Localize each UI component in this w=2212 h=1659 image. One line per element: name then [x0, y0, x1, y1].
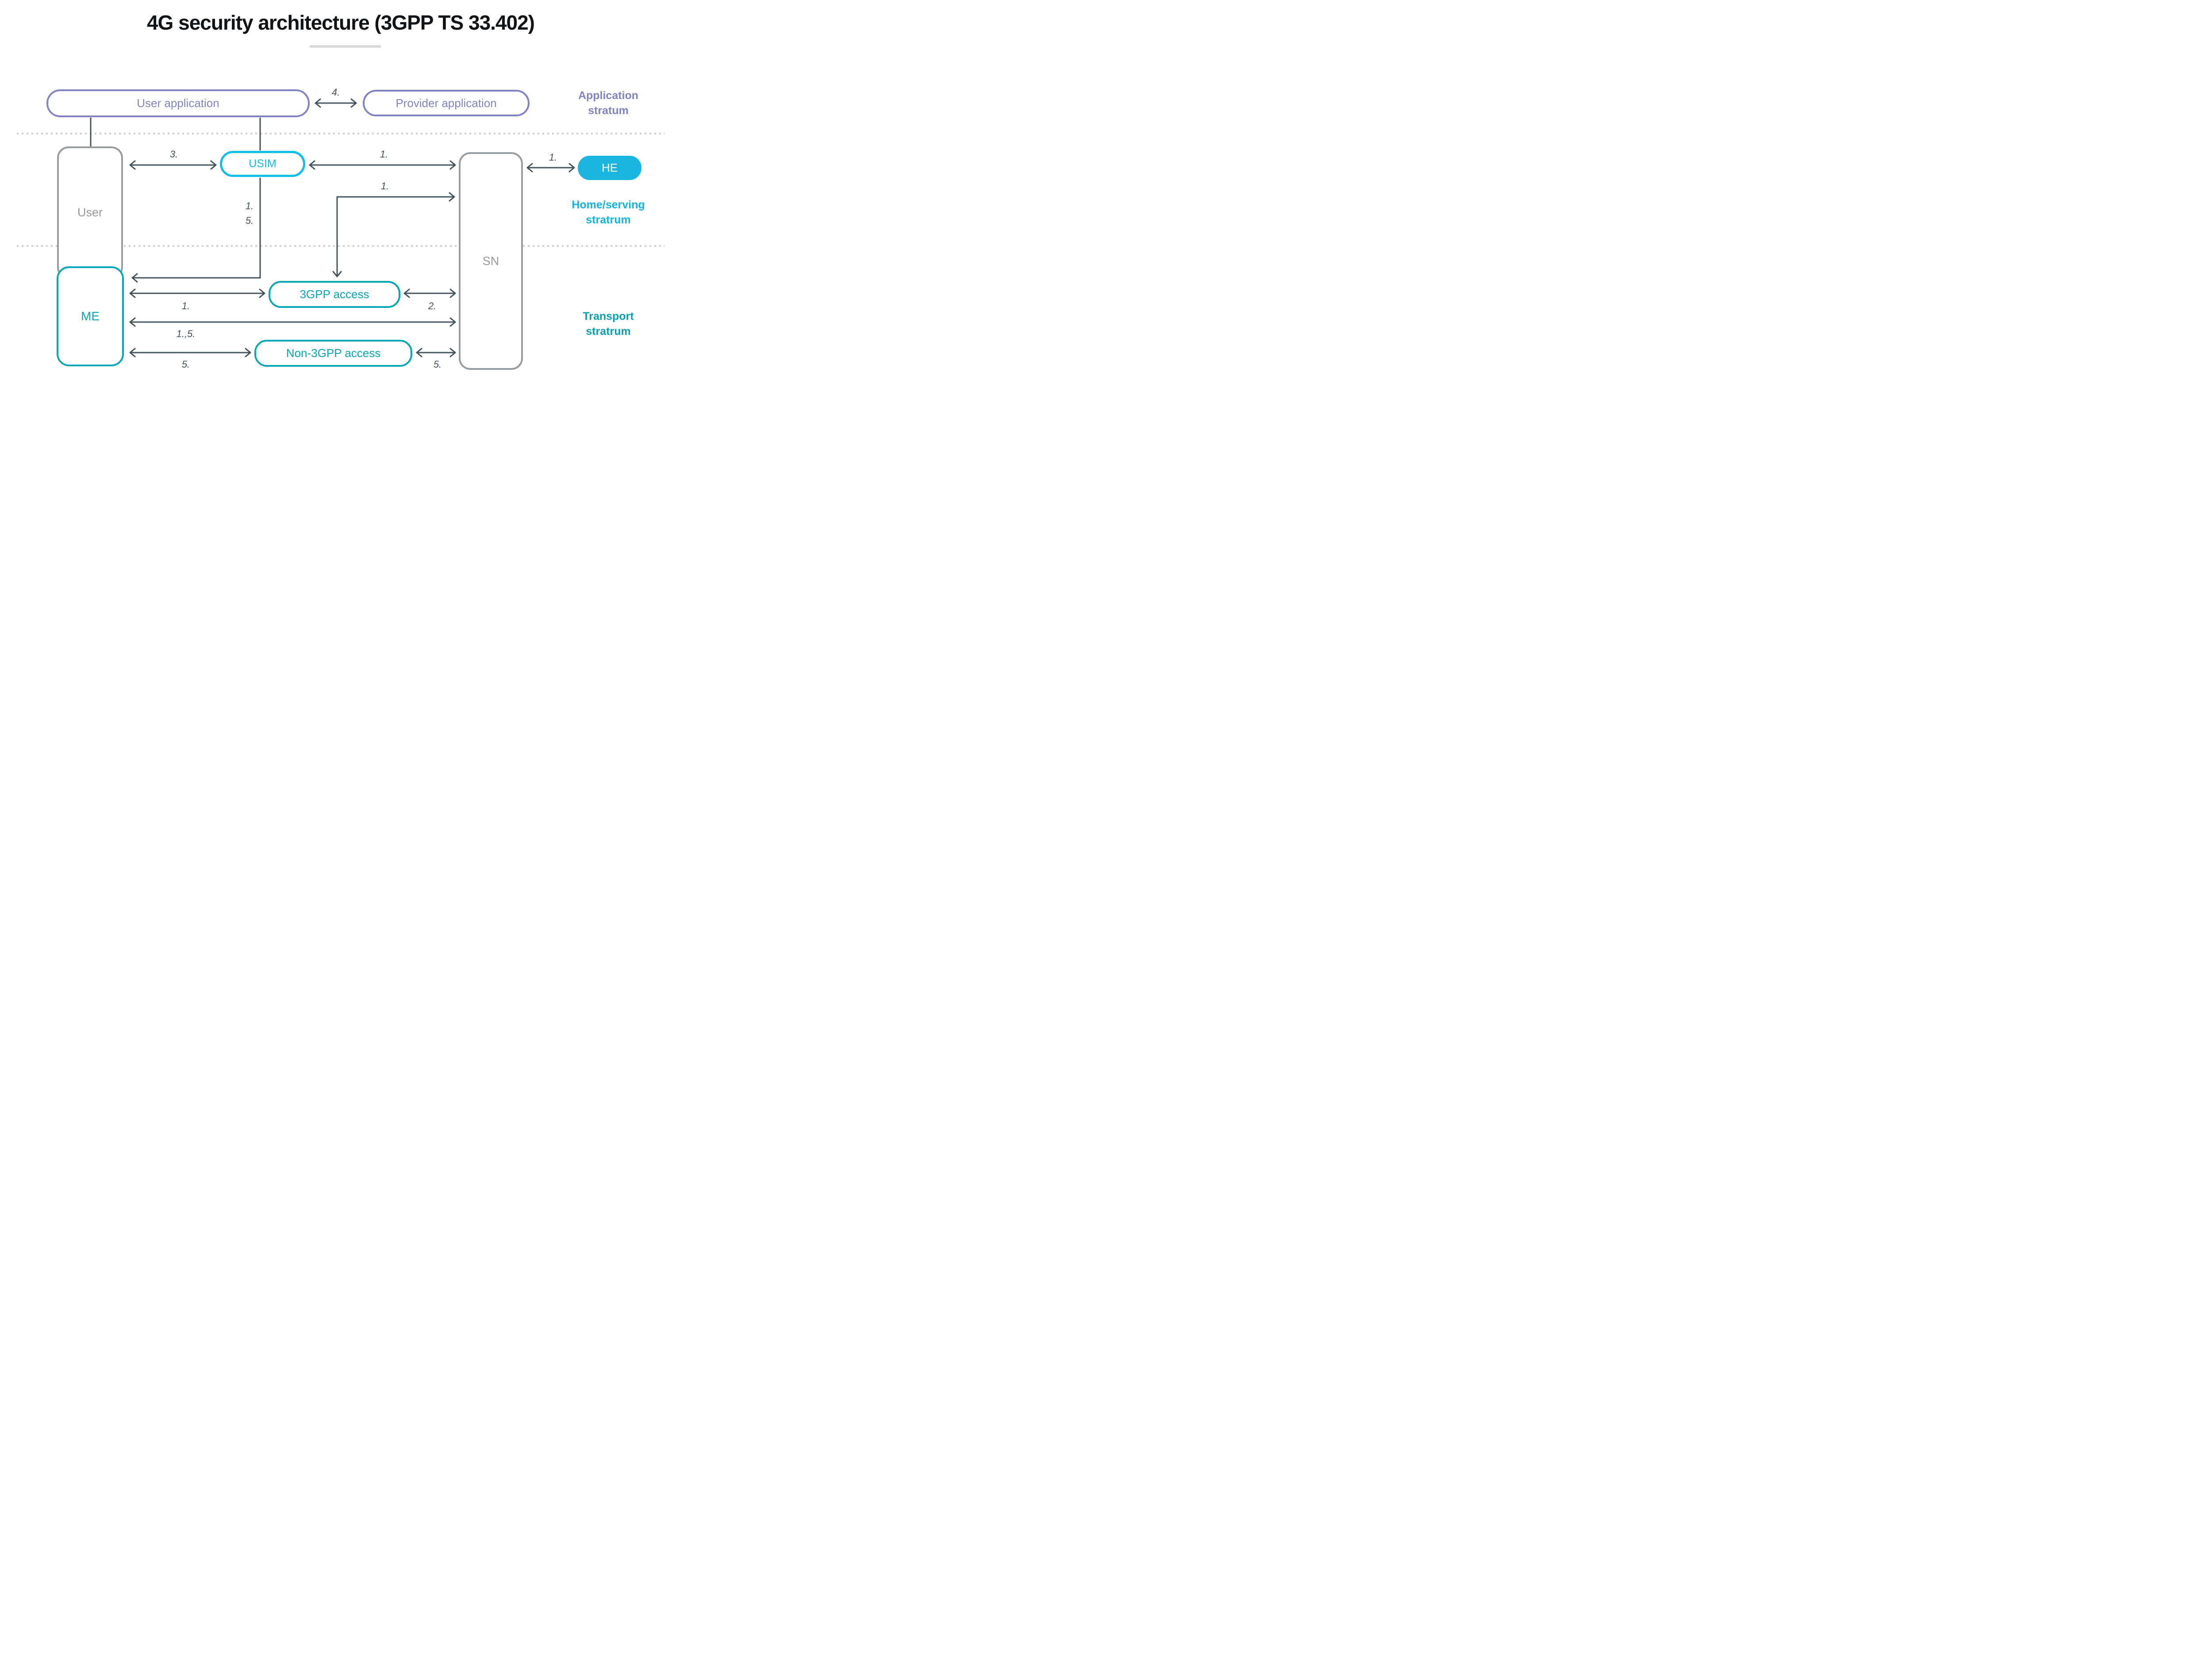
node-provider-application: Provider application: [363, 90, 530, 116]
edge-userapp-providerapp: [315, 98, 357, 108]
edge-usim-sn: [309, 160, 456, 170]
diagram-canvas: 4G security architecture (3GPP TS 33.402…: [0, 0, 681, 383]
node-me: ME: [57, 266, 124, 366]
node-user-label: User: [77, 206, 103, 219]
edge-3gpp-sn: [403, 288, 456, 298]
edge-me-non3gpp: [129, 348, 251, 357]
node-he: HE: [578, 156, 641, 180]
edge-user-usim: [129, 160, 217, 170]
node-sn-label: SN: [482, 254, 499, 268]
edge-sn-he: [526, 163, 575, 173]
label-application-stratum: Application stratum: [578, 89, 639, 117]
edge-label-non3gpp-sn: 5.: [433, 359, 442, 370]
node-user-application: User application: [46, 89, 310, 117]
edge-sn-3gpp-bent: [332, 192, 455, 277]
edge-me-3gpp: [129, 288, 265, 298]
stratum-divider-bottom: [17, 245, 664, 247]
node-me-label: ME: [81, 309, 100, 323]
edge-label-me-3gpp: 1.: [181, 300, 190, 311]
edge-label-sn-3gpp: 1.: [380, 180, 389, 192]
edge-label-me-non3gpp: 5.: [181, 359, 190, 370]
node-user: User: [57, 146, 123, 279]
edge-label-usim-sn: 1.: [380, 149, 388, 160]
edge-label-3gpp-sn: 2.: [428, 300, 437, 311]
node-usim: USIM: [220, 151, 305, 177]
label-transport-stratum: Transport stratrum: [583, 310, 634, 338]
node-sn: SN: [459, 152, 523, 370]
node-non-3gpp-access: Non-3GPP access: [254, 340, 412, 367]
node-3gpp-access: 3GPP access: [269, 281, 400, 308]
node-he-label: HE: [601, 161, 618, 174]
node-user-application-label: User application: [137, 96, 219, 110]
node-3gpp-access-label: 3GPP access: [300, 288, 369, 301]
edge-label-3: 3.: [169, 149, 178, 160]
edge-me-sn: [129, 317, 456, 327]
title-divider: [310, 45, 381, 48]
node-non-3gpp-access-label: Non-3GPP access: [286, 346, 381, 360]
node-usim-label: USIM: [249, 157, 276, 170]
edge-label-me-sn: 1.,5.: [176, 328, 196, 339]
page-title: 4G security architecture (3GPP TS 33.402…: [146, 11, 535, 34]
connector-layer: [90, 98, 575, 357]
label-home-serving-stratum: Home/serving stratrum: [572, 199, 645, 226]
edge-non3gpp-sn: [416, 348, 456, 357]
node-provider-application-label: Provider application: [396, 96, 497, 110]
edge-label-usim-me-1: 1.: [245, 200, 254, 211]
edge-label-4: 4.: [331, 87, 340, 98]
edge-label-usim-me-5: 5.: [245, 215, 254, 226]
stratum-divider-top: [17, 133, 664, 134]
edge-usim-me-bent: [131, 177, 261, 283]
edge-label-sn-he: 1.: [549, 152, 557, 163]
